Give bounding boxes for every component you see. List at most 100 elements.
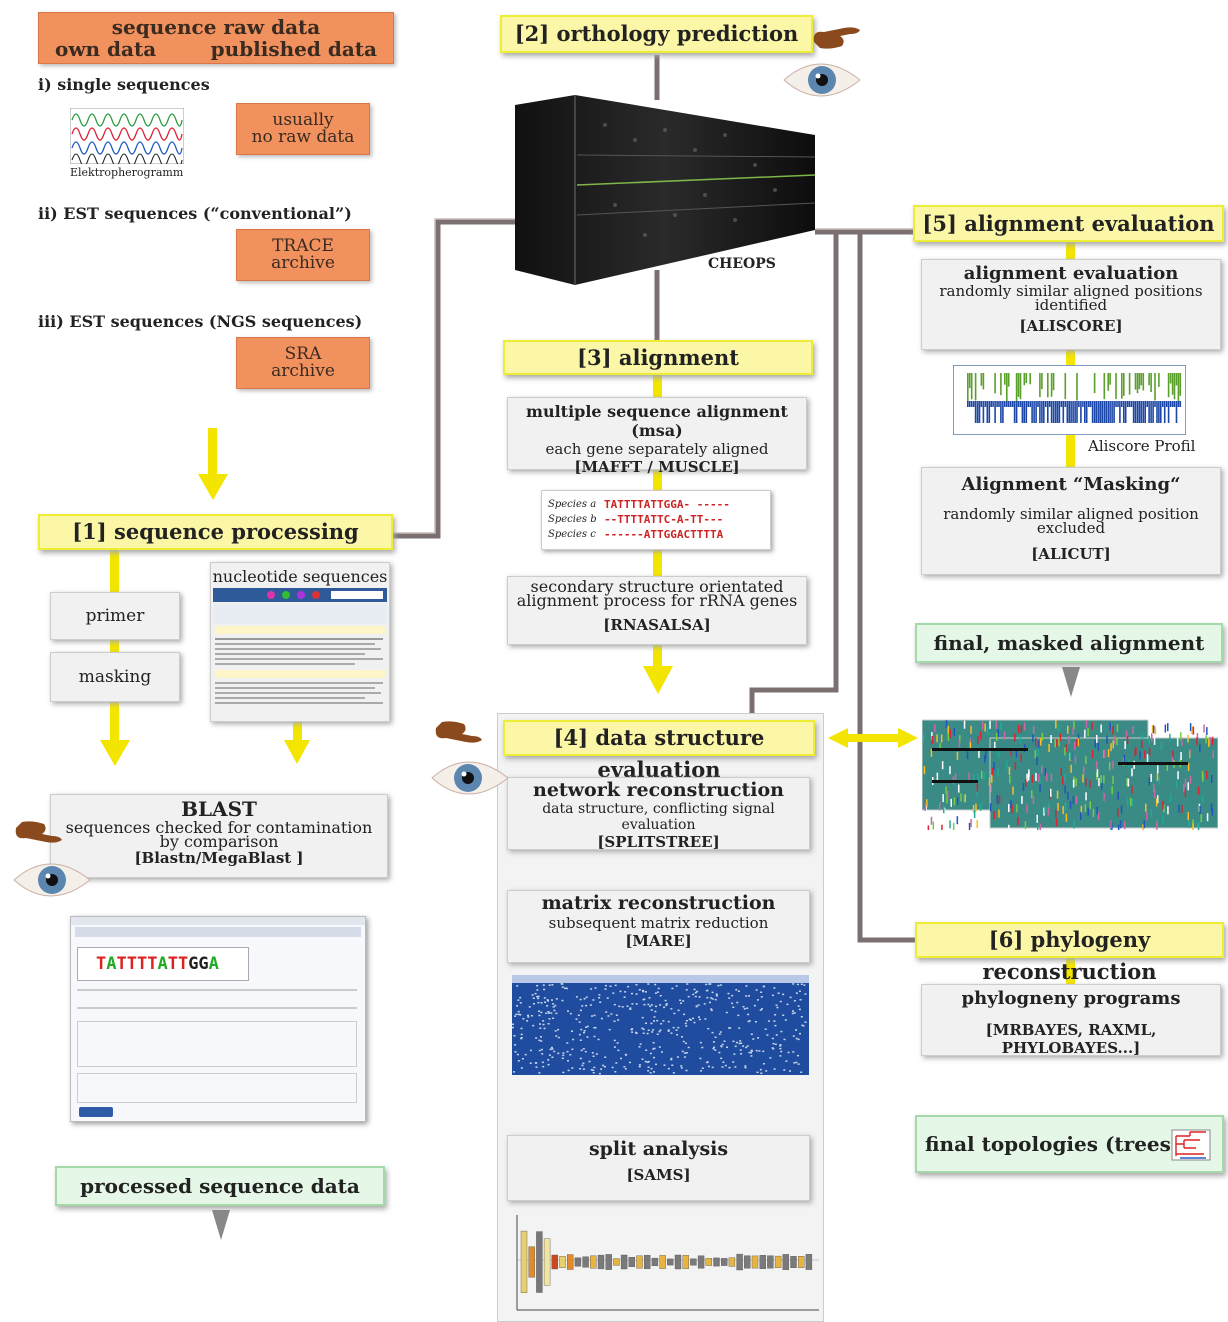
split-bar [667, 1258, 674, 1266]
heatmap-cell [746, 1045, 749, 1047]
heatmap-cell [588, 1060, 591, 1063]
aliscore-bar [1050, 373, 1053, 397]
alignment-cell [969, 742, 972, 751]
heatmap-cell [589, 1004, 592, 1006]
heatmap-cell [604, 984, 607, 987]
heatmap-cell [735, 1041, 738, 1044]
heatmap-cell [663, 1064, 666, 1066]
alignment-cell [1131, 798, 1133, 807]
heatmap-cell [577, 1014, 580, 1016]
split-bar [751, 1255, 759, 1269]
heatmap-cell [723, 1040, 726, 1042]
heatmap-cell [653, 1071, 655, 1073]
alignment-cell [923, 766, 926, 775]
alignment-cell [1157, 765, 1159, 774]
alignment-cell [1024, 722, 1026, 731]
aliscore-bar [1148, 401, 1150, 423]
heatmap-cell [575, 1018, 578, 1020]
alignment-cell [1155, 798, 1158, 807]
alignment-cell [1072, 779, 1075, 788]
alignment-cell [1151, 733, 1153, 742]
aliscore-bar [976, 401, 979, 423]
heatmap-cell [753, 1004, 756, 1007]
aliscore-bar [970, 401, 973, 407]
alignment-cell [1031, 775, 1034, 783]
alignment-cell [1109, 722, 1111, 731]
nucleotide-sequences-box: nucleotide sequences [210, 562, 390, 722]
alignment-cell [1089, 780, 1091, 789]
heatmap-cell [630, 1028, 633, 1031]
heatmap-cell [538, 1039, 541, 1042]
heatmap-cell [750, 1049, 753, 1052]
heatmap-cell [792, 983, 795, 985]
split-bar [590, 1255, 597, 1269]
heatmap-cell [652, 1048, 655, 1050]
heatmap-cell [773, 1020, 776, 1022]
heatmap-cell [798, 1008, 801, 1011]
aliscore-bar [994, 373, 996, 394]
heatmap-cell [759, 1068, 762, 1071]
alignment-cell [1096, 806, 1098, 815]
alignment-cell [993, 811, 995, 820]
alignment-cell [1085, 720, 1088, 729]
alignment-cell [998, 809, 1000, 818]
heatmap-cell [708, 983, 711, 985]
heatmap-cell [659, 995, 662, 997]
heatmap-cell [682, 1040, 685, 1043]
heatmap-cell [707, 1065, 710, 1068]
aliscore-bar [1175, 401, 1178, 423]
alignment-cell [941, 761, 944, 770]
aliscore-bar [968, 401, 971, 407]
heatmap-cell [540, 1048, 543, 1051]
heatmap-cell [610, 1013, 613, 1015]
heatmap-cell [737, 1014, 740, 1017]
alignment-cell [995, 720, 997, 729]
heatmap-cell [687, 995, 690, 998]
alignment-cell [1143, 820, 1145, 829]
heatmap-cell [578, 1021, 581, 1023]
heatmap-cell [740, 1053, 743, 1055]
heatmap-cell [777, 992, 780, 994]
alignment-cell [1150, 773, 1152, 782]
aliscore-bar [1171, 401, 1174, 407]
heatmap-cell [646, 1032, 649, 1035]
heatmap-cell [569, 1012, 572, 1015]
aliscore-bar [1146, 401, 1148, 407]
alignment-cell [1037, 774, 1040, 782]
split-bar [582, 1256, 589, 1268]
heatmap-cell [615, 1062, 618, 1064]
alignment-cell [1172, 750, 1174, 759]
heatmap-cell [660, 1023, 663, 1025]
aliscore-bar [1154, 373, 1156, 401]
heatmap-cell [598, 994, 601, 996]
aliscore-bar [1107, 373, 1109, 391]
heatmap-cell [692, 1017, 694, 1020]
heatmap-cell [663, 1006, 666, 1009]
heatmap-cell [758, 1050, 761, 1052]
alignment-cell [1206, 727, 1208, 736]
eye-icon [431, 761, 509, 795]
heatmap-cell [580, 1028, 583, 1031]
aliscore-bar [1054, 401, 1057, 423]
heatmap-cell [786, 1003, 789, 1006]
heatmap-cell [635, 993, 638, 995]
alignment-cell [956, 796, 959, 805]
aliscore-bar [1004, 401, 1006, 407]
heatmap-cell [759, 1009, 762, 1011]
heatmap-cell [665, 1004, 668, 1006]
heatmap-cell [567, 1069, 570, 1072]
nucleotide-title: nucleotide sequences [212, 567, 388, 586]
heatmap-cell [796, 983, 799, 986]
aliscore-bar [968, 373, 971, 389]
heatmap-cell [771, 1047, 774, 1049]
heatmap-cell [713, 1046, 716, 1049]
heatmap-cell [695, 1005, 698, 1008]
gray-arrow [212, 1210, 230, 1240]
heatmap-cell [771, 994, 774, 997]
aliscore-bar [1076, 373, 1078, 401]
heatmap-cell [644, 991, 647, 993]
heatmap-cell [551, 984, 554, 986]
heatmap-cell [548, 1018, 551, 1020]
alignment-cell [1092, 808, 1095, 817]
alignment-cell [1162, 815, 1164, 824]
